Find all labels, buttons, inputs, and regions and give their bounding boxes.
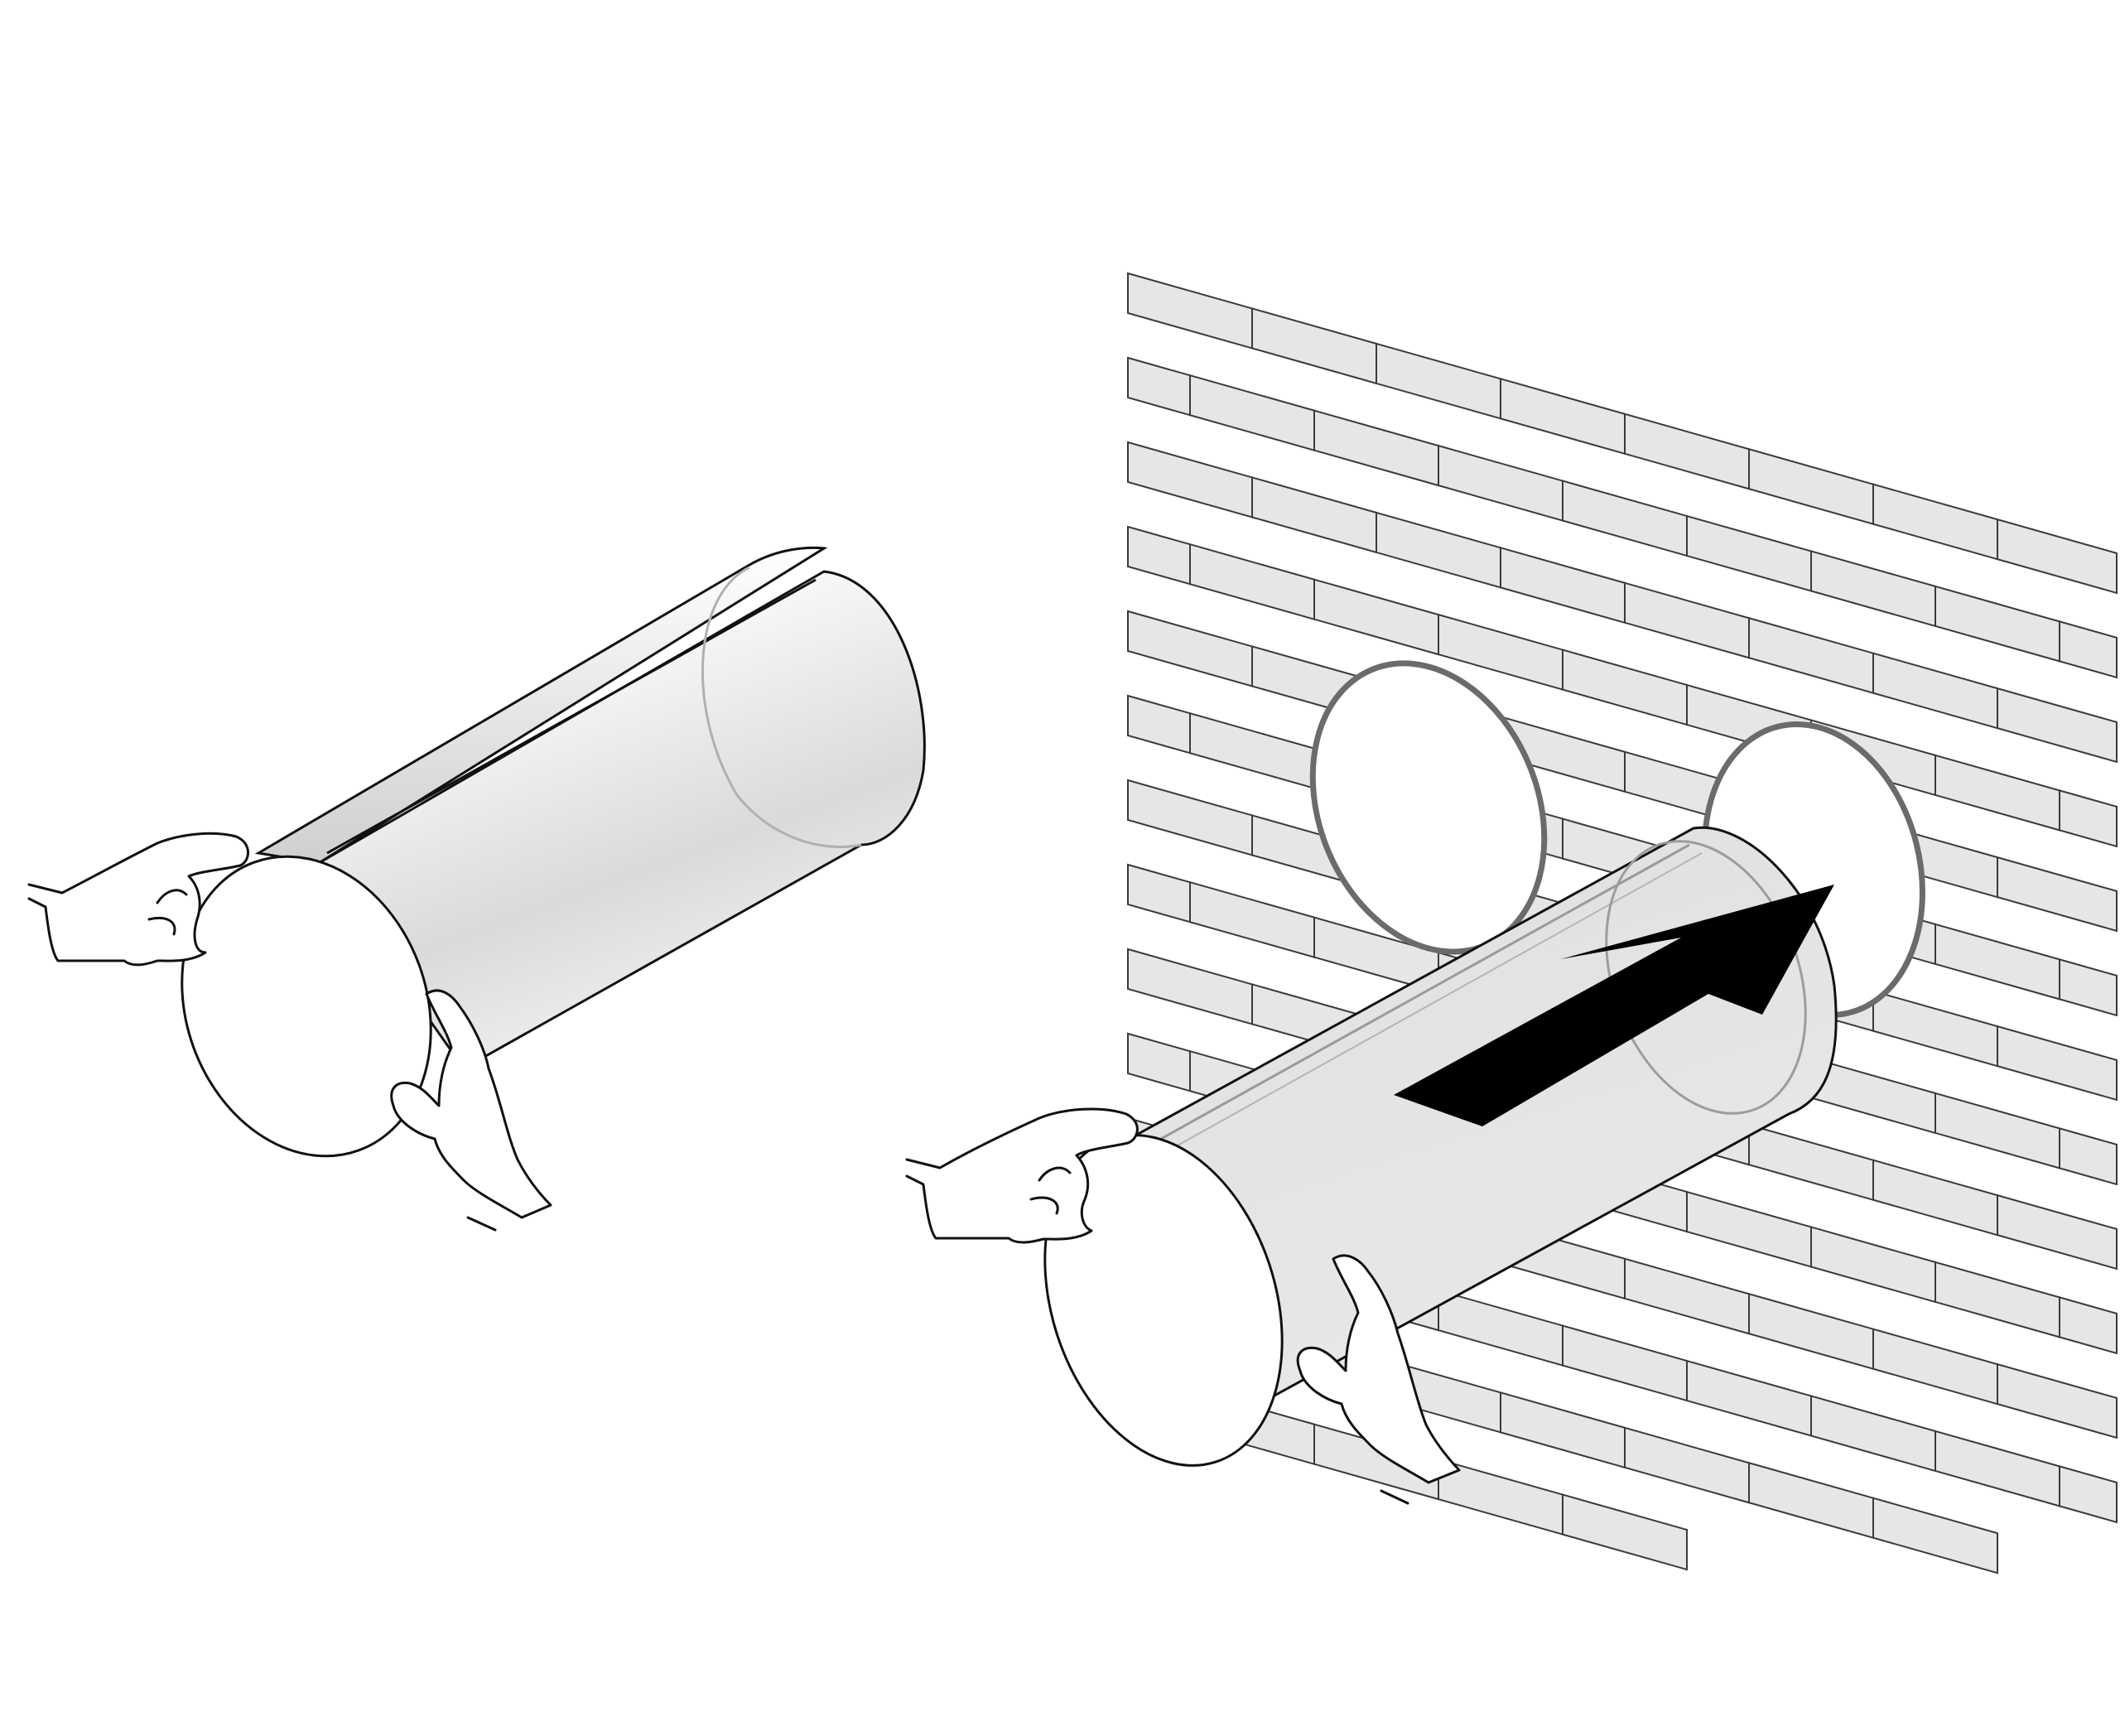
hand-icon-left-upper	[27, 832, 249, 967]
hand-icon-right-lower	[1296, 1254, 1461, 1505]
hand-icon-right-upper	[905, 1107, 1139, 1244]
sleeve-tube-icon-left	[181, 546, 926, 1158]
hand-icon-left-lower	[390, 989, 552, 1232]
arrow-right-icon	[1394, 885, 1834, 1126]
